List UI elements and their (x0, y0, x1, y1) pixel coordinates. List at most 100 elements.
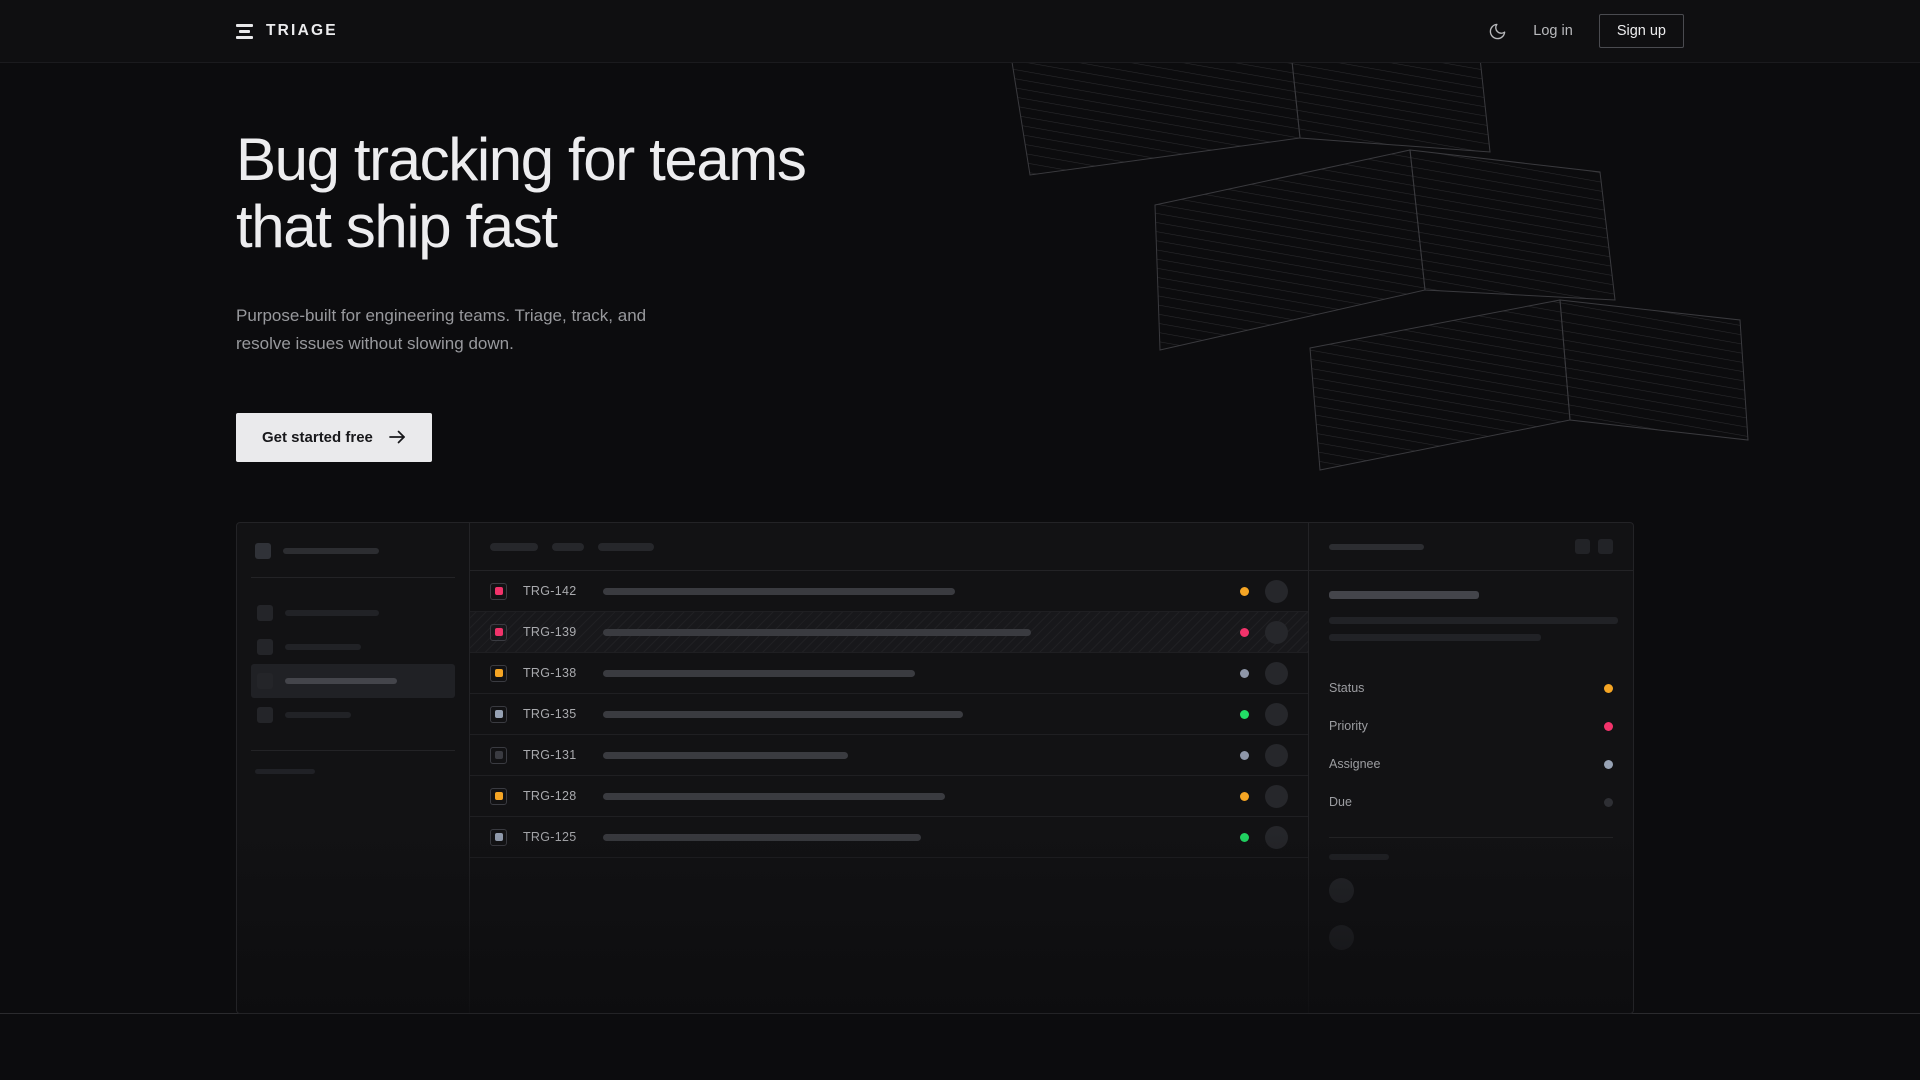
activity-avatar-1[interactable] (1329, 878, 1354, 903)
list-toolbar (470, 523, 1308, 571)
meta-label: Priority (1329, 719, 1368, 733)
assignee-avatar[interactable] (1265, 620, 1288, 644)
detail-issue-title-placeholder (1329, 591, 1479, 599)
sidebar-nav-icon (257, 707, 273, 723)
issue-id: TRG-135 (523, 707, 577, 721)
workspace-switcher[interactable] (251, 539, 455, 559)
detail-description-lines (1329, 617, 1618, 641)
issue-id: TRG-138 (523, 666, 577, 680)
meta-value-dot-icon (1604, 721, 1613, 731)
status-dot-icon[interactable] (1240, 586, 1249, 596)
moon-icon[interactable] (1488, 22, 1507, 41)
issue-title-placeholder (603, 628, 1031, 636)
activity-avatar-2[interactable] (1329, 925, 1354, 950)
assignee-avatar[interactable] (1265, 825, 1288, 849)
detail-description-line-1 (1329, 617, 1618, 624)
sidebar-nav-item-2[interactable] (251, 630, 455, 664)
issue-row[interactable]: TRG-139 (470, 612, 1308, 653)
sidebar-nav-icon (257, 605, 273, 621)
status-dot-icon[interactable] (1240, 627, 1249, 637)
detail-meta-row-due[interactable]: Due (1329, 783, 1613, 821)
sidebar-project-item[interactable] (251, 800, 455, 826)
sidebar-project-item[interactable] (251, 774, 455, 800)
toolbar-control-3[interactable] (598, 542, 654, 551)
arrow-right-icon (389, 430, 406, 444)
signup-button[interactable]: Sign up (1598, 14, 1684, 48)
hero-section: Bug tracking for teams that ship fast Pu… (236, 126, 807, 462)
toolbar-control-2[interactable] (552, 542, 584, 551)
issue-title-placeholder (603, 833, 921, 841)
meta-value-dot-icon (1604, 759, 1613, 769)
assignee-avatar[interactable] (1265, 702, 1288, 726)
toolbar-control-1[interactable] (490, 542, 538, 551)
detail-description-line-2 (1329, 634, 1541, 641)
status-dot-icon[interactable] (1240, 709, 1249, 719)
priority-icon[interactable] (490, 787, 507, 805)
detail-header-button-2[interactable] (1598, 539, 1613, 554)
detail-meta-row-assignee[interactable]: Assignee (1329, 745, 1613, 783)
sidebar-project-item[interactable] (251, 826, 455, 852)
brand-name: TRIAGE (266, 22, 338, 39)
sidebar-nav-item-4[interactable] (251, 698, 455, 732)
sidebar-nav-label-placeholder (285, 644, 361, 650)
get-started-button[interactable]: Get started free (236, 412, 432, 462)
status-dot-icon[interactable] (1240, 791, 1249, 801)
priority-icon[interactable] (490, 664, 507, 682)
status-dot-icon[interactable] (1240, 832, 1249, 842)
sidebar-nav-item-3[interactable] (251, 664, 455, 698)
top-navigation-bar: TRIAGE Log in Sign up (0, 0, 1920, 63)
nav-actions: Log in Sign up (1488, 14, 1684, 48)
sidebar-project-dots (251, 774, 455, 852)
issue-title-placeholder (603, 792, 945, 800)
issue-row[interactable]: TRG-125 (470, 817, 1308, 858)
issue-row[interactable]: TRG-131 (470, 735, 1308, 776)
detail-panel-header (1309, 523, 1633, 571)
detail-header-button-1[interactable] (1575, 539, 1590, 554)
assignee-avatar[interactable] (1265, 661, 1288, 685)
issue-row[interactable]: TRG-142 (470, 571, 1308, 612)
hero-subheading: Purpose-built for engineering teams. Tri… (236, 306, 647, 353)
issue-title-placeholder (603, 669, 915, 677)
priority-icon[interactable] (490, 828, 507, 846)
detail-meta-row-priority[interactable]: Priority (1329, 707, 1613, 745)
activity-section-label (1329, 854, 1389, 860)
mock-sidebar (237, 523, 470, 1013)
detail-divider (1329, 837, 1613, 838)
status-dot-icon[interactable] (1240, 750, 1249, 760)
priority-icon[interactable] (490, 705, 507, 723)
activity-avatars (1329, 878, 1613, 950)
stacked-bars-logo-icon (236, 23, 253, 39)
sidebar-nav-item-1[interactable] (251, 596, 455, 630)
meta-label: Status (1329, 681, 1365, 695)
sidebar-divider-bottom (251, 750, 455, 751)
detail-header-buttons (1575, 539, 1613, 554)
workspace-name-placeholder (283, 548, 379, 554)
issue-row[interactable]: TRG-128 (470, 776, 1308, 817)
get-started-label: Get started free (262, 428, 373, 446)
sidebar-nav-label-placeholder (285, 712, 351, 718)
detail-meta-row-status[interactable]: Status (1329, 669, 1613, 707)
login-link[interactable]: Log in (1533, 23, 1573, 39)
priority-icon[interactable] (490, 746, 507, 764)
issue-title-placeholder (603, 587, 955, 595)
assignee-avatar[interactable] (1265, 579, 1288, 603)
priority-icon[interactable] (490, 623, 507, 641)
status-dot-icon[interactable] (1240, 668, 1249, 678)
assignee-avatar[interactable] (1265, 743, 1288, 767)
issue-row[interactable]: TRG-135 (470, 694, 1308, 735)
issue-row[interactable]: TRG-138 (470, 653, 1308, 694)
priority-icon[interactable] (490, 582, 507, 600)
brand-logo[interactable]: TRIAGE (236, 22, 338, 40)
issue-id: TRG-142 (523, 584, 577, 598)
footer-area (0, 1014, 1920, 1080)
issue-title-placeholder (603, 710, 963, 718)
assignee-avatar[interactable] (1265, 784, 1288, 808)
issue-id: TRG-125 (523, 830, 577, 844)
hero-headline: Bug tracking for teams that ship fast (236, 126, 807, 261)
meta-value-dot-icon (1604, 683, 1613, 693)
